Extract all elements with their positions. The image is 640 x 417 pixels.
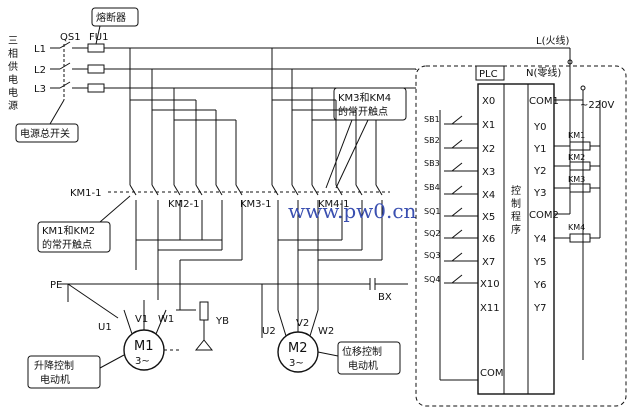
- m2-desc-box: [337, 341, 401, 375]
- svg-text:相: 相: [8, 47, 18, 60]
- svg-text:电: 电: [8, 73, 18, 86]
- plc-label: PLC: [479, 69, 498, 80]
- svg-text:KM3: KM3: [568, 175, 585, 184]
- svg-text:X2: X2: [482, 144, 495, 155]
- v220-label: ~220V: [580, 100, 614, 111]
- svg-text:COM: COM: [480, 368, 503, 379]
- svg-text:SB3: SB3: [424, 159, 440, 168]
- l2-label: L2: [34, 65, 46, 76]
- svg-text:制: 制: [511, 197, 521, 210]
- km3-1-label: KM3-1: [240, 199, 272, 210]
- svg-text:三: 三: [8, 36, 18, 47]
- svg-text:X5: X5: [482, 212, 495, 223]
- svg-text:控: 控: [511, 184, 521, 197]
- svg-text:X10: X10: [480, 279, 500, 290]
- svg-text:Y6: Y6: [533, 280, 546, 291]
- plc-outputs: COM1 Y0 Y1 Y2 Y3 COM2 Y4 Y5 Y6 Y7: [529, 96, 559, 314]
- svg-text:序: 序: [511, 223, 521, 236]
- main-switch-box: [15, 123, 79, 143]
- km34-callout-box: [333, 87, 407, 121]
- input-switches: SB1 SB2 SB3 SB4 SQ1 SQ2 SQ3 SQ4: [424, 110, 478, 381]
- plc-dashed-frame: [415, 65, 627, 407]
- svg-text:X3: X3: [482, 167, 495, 178]
- svg-text:供: 供: [8, 60, 18, 73]
- svg-text:Y5: Y5: [533, 257, 546, 268]
- neutral-label: N(零线): [526, 66, 561, 79]
- svg-text:X4: X4: [482, 190, 495, 201]
- plc-label-box: [475, 65, 505, 81]
- km34-callout-line2: 的常开触点: [338, 105, 388, 118]
- svg-text:源: 源: [8, 99, 18, 112]
- plc-body: [477, 83, 555, 395]
- km12-callout-line1: KM1和KM2: [42, 225, 95, 237]
- l3-label: L3: [34, 84, 46, 95]
- svg-text:KM4: KM4: [568, 223, 585, 232]
- svg-text:SB2: SB2: [424, 136, 440, 145]
- svg-text:Y0: Y0: [533, 122, 546, 133]
- contactor-wiring: [108, 48, 390, 310]
- svg-text:KM1: KM1: [568, 131, 585, 140]
- qs1-label: QS1: [60, 32, 81, 43]
- v1-label: V1: [135, 314, 148, 325]
- m2-sub-label: 3~: [289, 358, 304, 369]
- km2-1-label: KM2-1: [168, 199, 200, 210]
- m2-label: M2: [288, 341, 308, 356]
- svg-text:X11: X11: [480, 303, 500, 314]
- svg-text:X1: X1: [482, 120, 495, 131]
- svg-text:COM2: COM2: [529, 210, 559, 221]
- control-program-label: 控 制 程 序: [511, 184, 521, 236]
- l1-label: L1: [34, 44, 46, 55]
- svg-text:Y3: Y3: [533, 188, 546, 199]
- m2-desc-line2: 电动机: [348, 359, 378, 372]
- plc-inputs: X0 X1 X2 X3 X4 X5 X6 X7 X10 X11 COM: [480, 96, 503, 379]
- yb-brake: [199, 301, 209, 321]
- km12-callout-line2: 的常开触点: [42, 238, 92, 251]
- fuse-label: 熔断器: [96, 11, 126, 24]
- km34-callout-line1: KM3和KM4: [338, 92, 391, 104]
- svg-text:SQ2: SQ2: [424, 229, 440, 238]
- svg-text:X6: X6: [482, 234, 495, 245]
- km12-callout-box: [37, 221, 111, 253]
- v2-label: V2: [296, 318, 309, 329]
- m1-desc-box: [27, 355, 101, 389]
- svg-text:COM1: COM1: [529, 96, 559, 107]
- svg-text:程: 程: [511, 211, 521, 223]
- km4-1-label: KM4-1: [318, 199, 350, 210]
- phase-source-label: 三 相 供 电 电 源: [8, 36, 18, 112]
- svg-text:X7: X7: [482, 257, 495, 268]
- m1-sub-label: 3~: [135, 356, 150, 367]
- svg-text:Y4: Y4: [533, 234, 546, 245]
- svg-text:Y7: Y7: [533, 303, 546, 314]
- pe-label: PE: [50, 280, 62, 291]
- svg-text:SQ3: SQ3: [424, 251, 440, 260]
- svg-text:Y2: Y2: [533, 166, 546, 177]
- w1-label: W1: [158, 314, 174, 325]
- live-label: L(火线): [536, 34, 569, 47]
- svg-text:电: 电: [8, 86, 18, 99]
- fuse-callout-box: [91, 7, 139, 27]
- bx-label: BX: [378, 292, 392, 303]
- svg-text:X0: X0: [482, 96, 495, 107]
- km1-1-label: KM1-1: [70, 188, 102, 199]
- svg-text:KM2: KM2: [568, 153, 585, 162]
- svg-text:SQ4: SQ4: [424, 275, 440, 284]
- u1-label: U1: [98, 322, 112, 333]
- m1-label: M1: [134, 339, 154, 354]
- w2-label: W2: [318, 326, 334, 337]
- m1-desc-line1: 升降控制: [34, 359, 74, 372]
- m1-desc-line2: 电动机: [40, 373, 70, 386]
- svg-text:SQ1: SQ1: [424, 207, 440, 216]
- u2-label: U2: [262, 326, 276, 337]
- m2-desc-line1: 位移控制: [342, 345, 382, 358]
- yb-label: YB: [215, 316, 229, 327]
- svg-text:SB1: SB1: [424, 115, 440, 124]
- fu1-label: FU1: [89, 32, 108, 43]
- output-coils: KM1 KM2 KM3 KM4: [554, 90, 601, 360]
- svg-text:Y1: Y1: [533, 144, 546, 155]
- svg-text:SB4: SB4: [424, 183, 440, 192]
- watermark: www.pw0.cn: [288, 199, 417, 223]
- main-switch-label: 电源总开关: [20, 127, 70, 140]
